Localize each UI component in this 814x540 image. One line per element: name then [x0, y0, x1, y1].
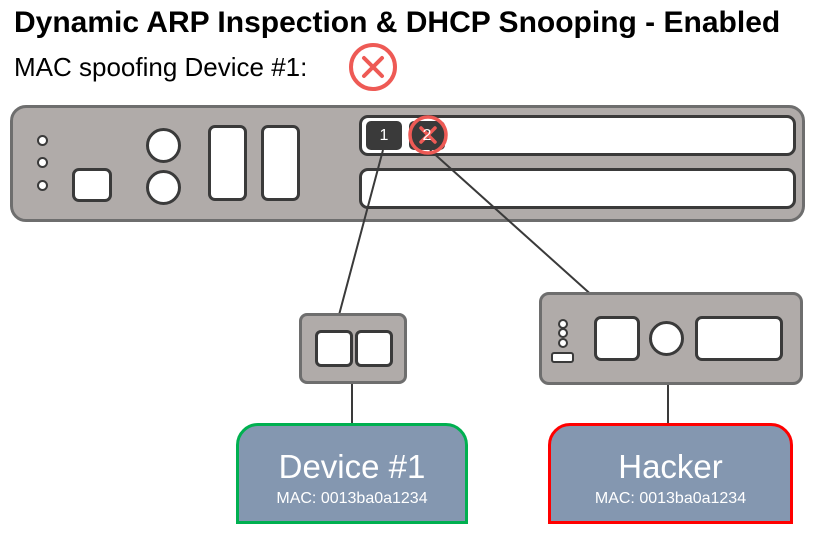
- switch-port-2[interactable]: 2: [422, 127, 432, 144]
- led-icon: [37, 180, 48, 191]
- small-port: [551, 352, 574, 363]
- module-slot: [695, 316, 783, 361]
- module-slot: [208, 125, 247, 201]
- led-icon: [37, 135, 48, 146]
- subtitle: MAC spoofing Device #1:: [14, 52, 308, 82]
- device-mac: MAC: 0013ba0a1234: [276, 490, 428, 507]
- port-blocked-x-icon: [408, 115, 448, 155]
- round-port: [649, 321, 684, 356]
- port-strip-bottom: [359, 168, 796, 209]
- module-slot: [261, 125, 300, 201]
- device-name: Device #1: [278, 448, 426, 485]
- device-mac: MAC: 0013ba0a1234: [594, 490, 747, 507]
- cable-device1: [334, 149, 384, 331]
- cable-hacker: [429, 149, 616, 317]
- led-icon: [558, 338, 568, 348]
- page-title: Dynamic ARP Inspection & DHCP Snooping -…: [14, 6, 781, 39]
- blocked-x-icon: [349, 43, 397, 91]
- hacker-box[interactable]: Hacker MAC: 0013ba0a1234: [548, 423, 793, 524]
- console-port: [72, 168, 112, 202]
- nic-port: [315, 330, 353, 367]
- nic-port: [594, 316, 640, 361]
- round-port: [146, 170, 181, 205]
- switch-port-1[interactable]: 1: [366, 121, 402, 150]
- round-port: [146, 128, 181, 163]
- device-name: Hacker: [618, 448, 723, 485]
- led-icon: [558, 328, 568, 338]
- device-1-box[interactable]: Device #1 MAC: 0013ba0a1234: [236, 423, 468, 524]
- nic-port: [355, 330, 393, 367]
- led-icon: [37, 157, 48, 168]
